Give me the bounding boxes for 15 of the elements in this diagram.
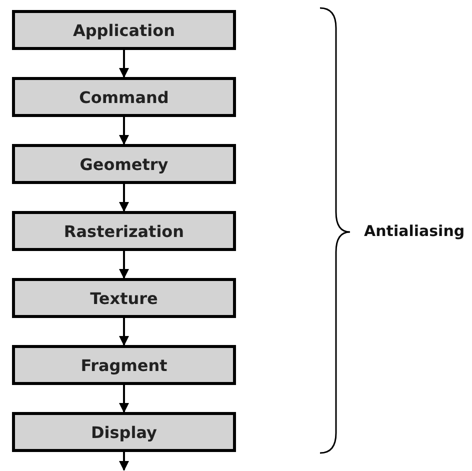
process-box: Texture (12, 278, 236, 318)
process-box: Geometry (12, 144, 236, 184)
arrow (119, 50, 129, 78)
process-box: Display (12, 412, 236, 452)
process-box: Application (12, 10, 236, 50)
process-box: Rasterization (12, 211, 236, 251)
process-box: Fragment (12, 345, 236, 385)
arrow (119, 452, 129, 471)
arrow (119, 251, 129, 279)
process-box: Command (12, 77, 236, 117)
arrow (119, 117, 129, 145)
arrow (119, 318, 129, 346)
arrow (119, 184, 129, 212)
brace-label: Antialiasing (364, 222, 465, 240)
arrow (119, 385, 129, 413)
